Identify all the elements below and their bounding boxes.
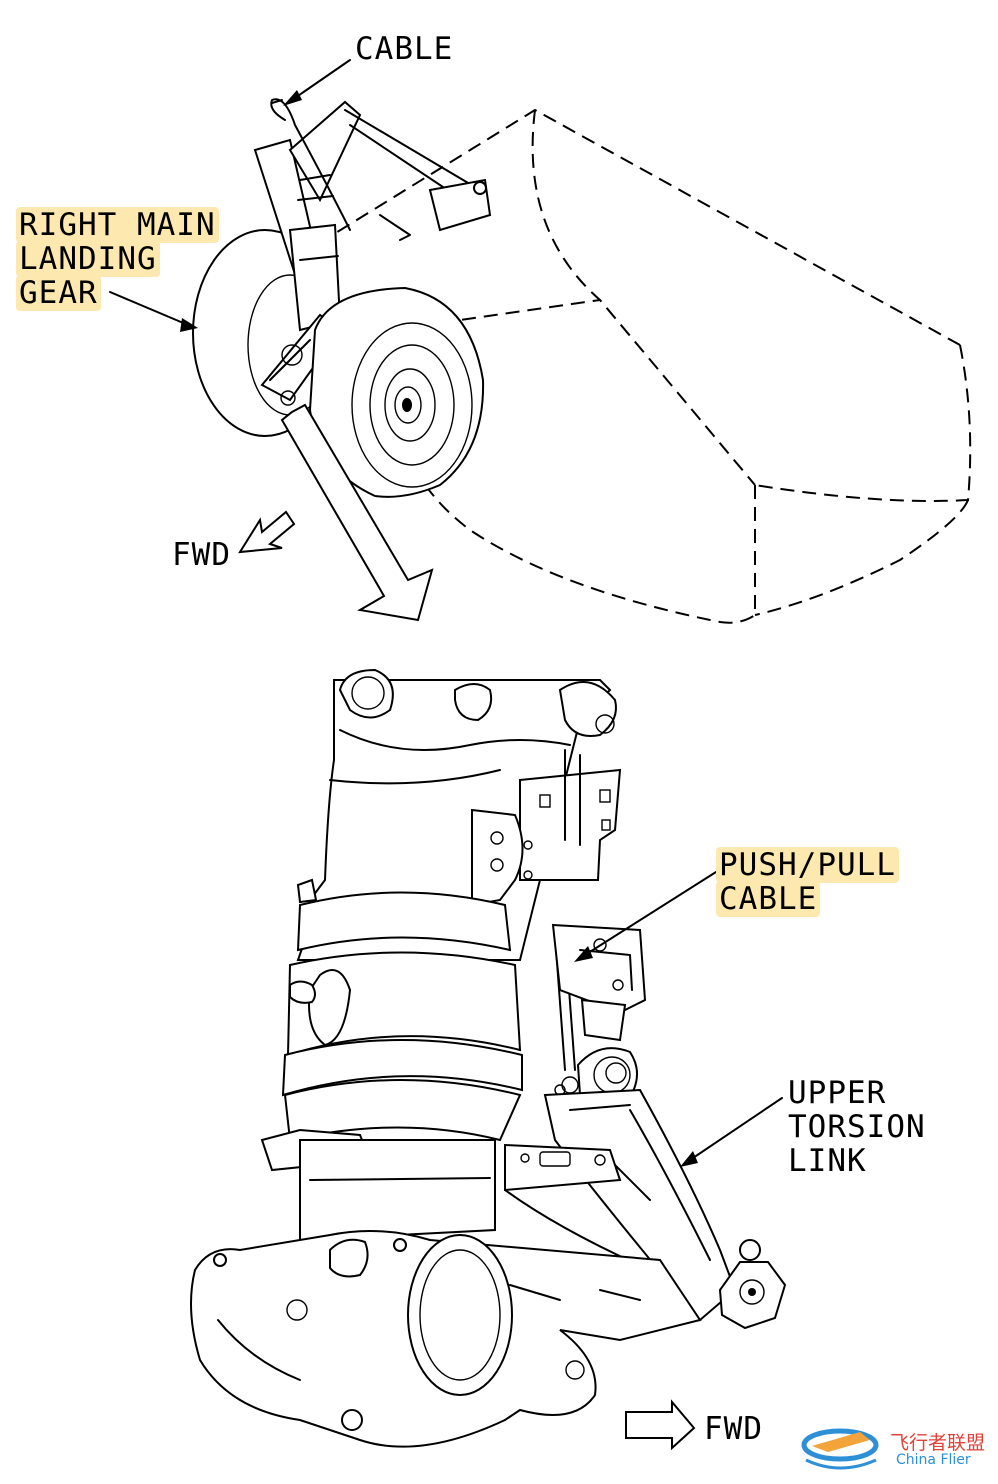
fwd-label-top: FWD: [172, 537, 231, 573]
watermark-logo-icon: [801, 1428, 879, 1470]
detail-view-arrow: [280, 403, 434, 622]
push-pull-cable-leader: [584, 871, 717, 956]
main-gear-leader: [109, 291, 189, 326]
fwd-label-bottom: FWD: [704, 1411, 763, 1447]
main-gear-leader-arrowhead: [180, 318, 198, 332]
watermark-brand-en: China Flier: [896, 1452, 971, 1468]
upper-torsion-link-label: UPPER TORSION LINK: [788, 1076, 926, 1178]
watermark-brand-cn: 飞行者联盟: [890, 1432, 986, 1454]
upper-torsion-link-label-line3: LINK: [788, 1143, 867, 1179]
push-pull-cable-label-line2: CABLE: [716, 881, 821, 917]
main-gear-label-line2: LANDING: [16, 241, 160, 277]
cable-label: CABLE: [355, 31, 454, 67]
cable-leader: [291, 59, 351, 101]
push-pull-cable-label: PUSH/PULL CABLE: [716, 847, 899, 917]
upper-torsion-link-leader-arrowhead: [680, 1151, 698, 1167]
main-gear-label: RIGHT MAIN LANDING GEAR: [16, 207, 219, 311]
cable-leader-arrowhead: [283, 90, 302, 106]
fwd-arrow-top: [238, 510, 296, 554]
push-pull-cable-leader-arrowhead: [574, 946, 593, 962]
push-pull-cable-label-line1: PUSH/PULL: [716, 847, 899, 883]
right-main-landing-gear-drawing: [192, 98, 492, 498]
upper-torsion-link-label-line1: UPPER: [788, 1075, 887, 1111]
upper-torsion-link-label-line2: TORSION: [788, 1109, 926, 1145]
main-gear-label-line1: RIGHT MAIN: [16, 207, 219, 243]
upper-torsion-link-leader: [689, 1097, 783, 1161]
strut-detail-drawing: [190, 668, 787, 1448]
main-gear-label-line3: GEAR: [16, 275, 101, 311]
fwd-arrow-bottom: [625, 1399, 696, 1451]
